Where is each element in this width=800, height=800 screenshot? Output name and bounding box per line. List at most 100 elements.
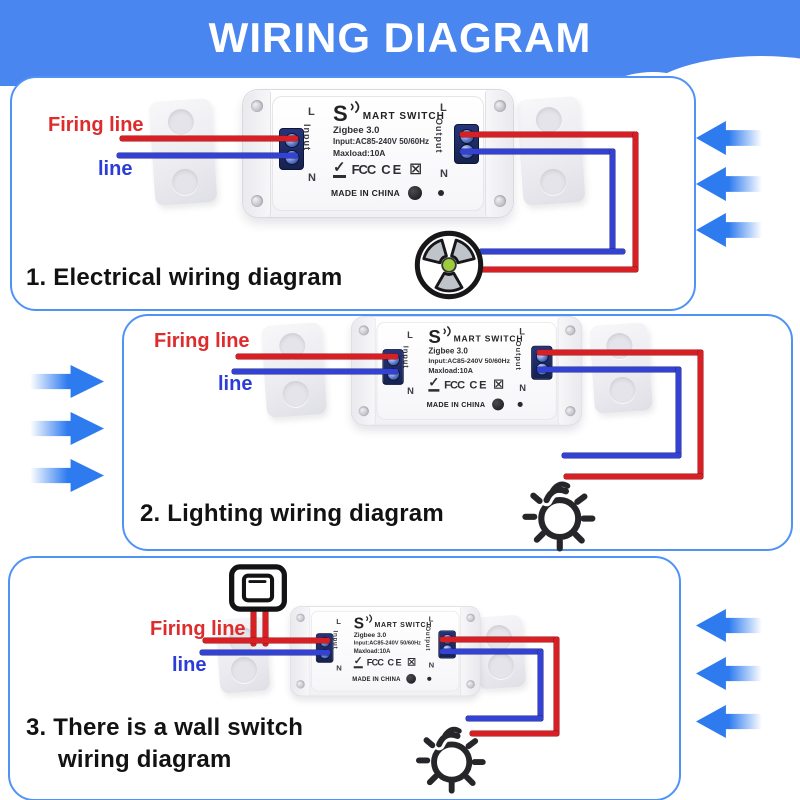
arrow-left-icon <box>696 213 764 247</box>
bracket-hole <box>167 108 195 136</box>
rohs-check-icon: ✓ <box>353 655 363 669</box>
input-label: Input <box>402 345 411 369</box>
live-wire-segment <box>470 731 559 736</box>
reset-button <box>492 398 505 411</box>
live-wire-label: Firing line <box>150 618 246 640</box>
sound-wave-icon <box>443 326 451 337</box>
live-wire-segment <box>203 638 330 643</box>
input-l-label: L <box>407 330 413 341</box>
neutral-wire-segment <box>440 649 543 654</box>
model-text: Zigbee 3.0 <box>333 125 380 136</box>
live-wire-segment <box>263 610 268 646</box>
led-indicator <box>517 401 523 407</box>
rohs-check-icon: ✓ <box>428 375 440 392</box>
screw-icon <box>358 406 369 417</box>
certification-marks: ✓ FCC CE ☒ <box>333 160 422 178</box>
live-wire-segment <box>460 132 638 137</box>
mounting-bracket <box>148 97 218 207</box>
poster-title: WIRING DIAGRAM <box>208 14 592 61</box>
input-l-label: L <box>336 617 341 627</box>
light-bulb-icon <box>415 726 486 794</box>
screw-icon <box>493 195 506 207</box>
made-in-text: MADE IN CHINA <box>331 188 401 198</box>
output-label: Output <box>514 340 523 371</box>
brand-s: S <box>428 326 441 348</box>
input-spec-text: Input:AC85-240V 50/60Hz <box>353 639 421 646</box>
input-spec-text: Input:AC85-240V 50/60Hz <box>333 137 430 146</box>
reset-button <box>406 673 417 684</box>
live-wire-segment <box>251 610 256 646</box>
output-n-label: N <box>519 383 527 394</box>
device-label-area <box>272 96 484 211</box>
output-l-label: L <box>428 615 434 624</box>
fcc-mark: FCC <box>366 656 384 668</box>
neutral-wire-segment <box>479 249 625 254</box>
made-in-row: MADE IN CHINA <box>426 398 523 411</box>
ce-mark: CE <box>381 161 404 177</box>
brand-s: S <box>333 101 348 126</box>
bracket-hole <box>605 332 634 360</box>
device-label-area <box>311 610 460 692</box>
arrow-right-icon <box>28 459 104 492</box>
live-wire-segment <box>698 350 703 479</box>
input-l-label: L <box>308 106 315 118</box>
made-in-row: MADE IN CHINA <box>352 673 432 684</box>
arrow-left-icon <box>696 609 764 642</box>
output-label: Output <box>434 118 444 154</box>
brand-s: S <box>353 614 364 632</box>
screw-icon <box>466 613 475 623</box>
wall-switch-icon <box>229 564 287 612</box>
screw-icon <box>466 680 475 689</box>
led-indicator <box>438 190 445 196</box>
input-label: Input <box>332 630 339 650</box>
ce-mark: CE <box>387 656 403 668</box>
ce-mark: CE <box>469 377 489 391</box>
live-wire-segment <box>440 637 559 642</box>
live-wire-segment <box>236 354 398 359</box>
panel-lighting-wiring: L Input N L Output N S MART SWITCH Zigbe… <box>122 314 793 552</box>
output-label: Output <box>424 626 432 652</box>
output-l-label: L <box>519 327 526 338</box>
weee-bin-icon: ☒ <box>409 160 422 177</box>
bracket-hole <box>534 106 563 134</box>
screw-icon <box>493 100 506 112</box>
neutral-wire-segment <box>538 649 543 721</box>
screw-icon <box>564 406 575 417</box>
bracket-hole <box>539 168 568 196</box>
light-bulb-icon <box>522 481 596 552</box>
neutral-wire-label: line <box>172 654 207 676</box>
bracket-hole <box>230 656 258 684</box>
arrow-left-icon <box>696 167 764 201</box>
made-in-text: MADE IN CHINA <box>426 400 486 409</box>
arrow-left-icon <box>696 657 764 690</box>
weee-bin-icon: ☒ <box>493 376 504 391</box>
screw-icon <box>358 325 369 336</box>
banner: WIRING DIAGRAM <box>0 0 800 86</box>
bracket-hole <box>608 376 637 404</box>
sound-wave-icon <box>350 100 359 113</box>
panel-electrical-wiring: L Input N L Output N S MART SWITCH Zigbe… <box>10 76 696 311</box>
output-n-label: N <box>428 661 435 670</box>
output-terminal-block <box>438 630 456 659</box>
arrow-right-icon <box>28 412 104 445</box>
weee-bin-icon: ☒ <box>407 656 416 668</box>
made-in-row: MADE IN CHINA <box>331 186 445 200</box>
model-text: Zigbee 3.0 <box>353 631 387 639</box>
neutral-wire-segment <box>562 453 681 458</box>
screw-icon <box>564 325 575 336</box>
input-label: Input <box>302 124 312 151</box>
brand-logo: S MART SWITCH <box>333 100 445 125</box>
input-spec-text: Input:AC85-240V 50/60Hz <box>428 356 510 365</box>
neutral-wire-segment <box>466 716 543 721</box>
neutral-wire-label: line <box>98 158 133 180</box>
brand-text: MART SWITCH <box>362 111 445 122</box>
arrow-right-icon <box>28 365 104 398</box>
bracket-hole <box>281 380 310 408</box>
maxload-text: Maxload:10A <box>353 647 391 655</box>
maxload-text: Maxload:10A <box>333 148 386 158</box>
input-terminal-block <box>279 128 304 170</box>
certification-marks: ✓ FCC CE ☒ <box>353 655 416 669</box>
screw-icon <box>295 680 305 689</box>
brand-logo: S MART SWITCH <box>428 325 523 346</box>
